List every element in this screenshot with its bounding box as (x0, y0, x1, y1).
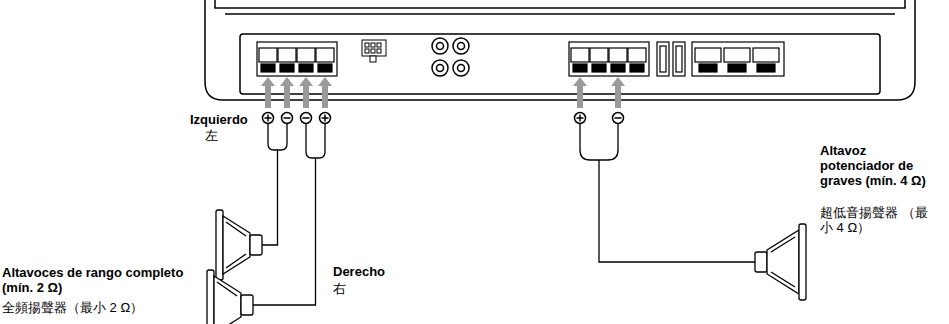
connection-arrows (261, 77, 625, 108)
power-terminal-block (692, 42, 784, 76)
speaker-label: 全頻揚聲器（最小 2 Ω） (2, 300, 202, 315)
full-range-speaker (207, 270, 253, 324)
channel-label: 左 (205, 128, 218, 143)
polarity-symbols (263, 113, 624, 124)
fuses (657, 42, 685, 76)
speaker-label: 超低音揚聲器 （最小 4 Ω） (820, 205, 930, 235)
subwoofer-speaker (755, 224, 806, 300)
channel-label: Izquierdo (190, 112, 248, 127)
channel-label: 右 (333, 281, 346, 296)
speaker-label: Altavoces de rango completo (mín. 2 Ω) (2, 265, 202, 295)
speaker-label: Altavoz potenciador de graves (mín. 4 Ω) (820, 143, 932, 188)
full-range-speaker (216, 210, 262, 280)
speaker-wires (253, 124, 755, 305)
rca-inputs (432, 38, 469, 76)
control-connector (362, 40, 386, 62)
speaker-terminal-block (569, 42, 649, 76)
speaker-terminal-block (257, 42, 337, 76)
channel-label: Derecho (333, 264, 385, 279)
